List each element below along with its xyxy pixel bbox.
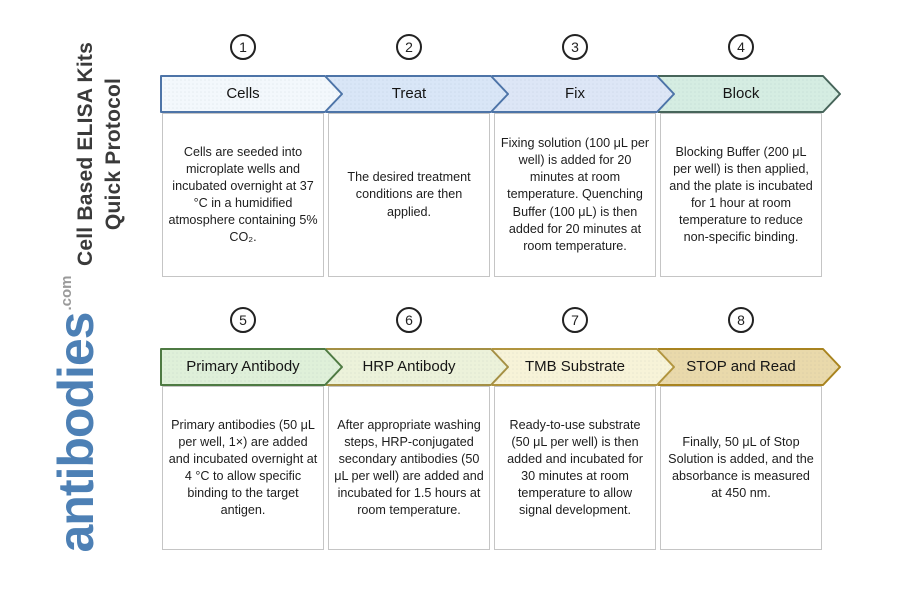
step-label: HRP Antibody [362, 358, 456, 375]
page-title-line-2: Quick Protocol [102, 77, 125, 231]
arrow-banner [658, 75, 841, 113]
arrow-banner [658, 348, 841, 386]
step-number-badge: 5 [230, 307, 256, 333]
step-number-badge: 6 [396, 307, 422, 333]
step-number-badge: 1 [230, 34, 256, 60]
step-number-badge: 3 [562, 34, 588, 60]
step-description: The desired treatment conditions are the… [328, 113, 490, 277]
step-number-badge: 4 [728, 34, 754, 60]
arrow-banner [160, 75, 343, 113]
step-number-row: 1 2 3 4 [160, 34, 824, 60]
step-description: Blocking Buffer (200 μL per well) is the… [660, 113, 822, 277]
step-number-row: 5 6 7 8 [160, 307, 824, 333]
arrow-banner [492, 75, 675, 113]
arrow-banner-row [160, 75, 850, 113]
arrow-banner [160, 348, 343, 386]
step-number-badge: 2 [396, 34, 422, 60]
step-number: 5 [239, 312, 247, 328]
step-number: 6 [405, 312, 413, 328]
step-description: After appropriate washing steps, HRP-con… [328, 386, 490, 550]
step-number: 2 [405, 39, 413, 55]
protocol-row-2: 5 6 7 8 Primary Antibody [160, 307, 850, 550]
step-description: Finally, 50 μL of Stop Solution is added… [660, 386, 822, 550]
step-label: Block [722, 85, 760, 102]
arrow-banner [492, 348, 675, 386]
step-label: TMB Substrate [524, 358, 626, 375]
page-title: Cell Based ELISA Kits Quick Protocol [71, 24, 129, 284]
step-description-row: Primary antibodies (50 μL per well, 1×) … [160, 386, 824, 550]
step-label: Fix [565, 85, 585, 102]
brand-logo: antibodies .com [48, 264, 134, 564]
arrow-banner [326, 348, 509, 386]
step-label: Primary Antibody [186, 358, 300, 375]
arrow-banner [326, 75, 509, 113]
step-label: Cells [226, 85, 260, 102]
protocol-row-1: 1 2 3 4 Cells Treat [160, 34, 850, 277]
step-description: Primary antibodies (50 μL per well, 1×) … [162, 386, 324, 550]
step-label: Treat [391, 85, 427, 102]
step-label-row: Primary Antibody HRP Antibody TMB Substr… [160, 348, 824, 386]
step-number-badge: 8 [728, 307, 754, 333]
step-description: Fixing solution (100 μL per well) is add… [494, 113, 656, 277]
page-title-line-1: Cell Based ELISA Kits [74, 42, 98, 266]
step-label: STOP and Read [686, 358, 796, 375]
step-number-badge: 7 [562, 307, 588, 333]
step-number: 7 [571, 312, 579, 328]
arrow-banner-row [160, 348, 850, 386]
step-number: 3 [571, 39, 579, 55]
step-label-row: Cells Treat Fix Block [160, 75, 824, 113]
step-description-row: Cells are seeded into microplate wells a… [160, 113, 824, 277]
step-number: 8 [737, 312, 745, 328]
step-number: 4 [737, 39, 745, 55]
brand-logo-text: antibodies [48, 312, 104, 553]
step-description: Cells are seeded into microplate wells a… [162, 113, 324, 277]
brand-logo-suffix: .com [58, 275, 75, 311]
step-number: 1 [239, 39, 247, 55]
step-description: Ready-to-use substrate (50 μL per well) … [494, 386, 656, 550]
